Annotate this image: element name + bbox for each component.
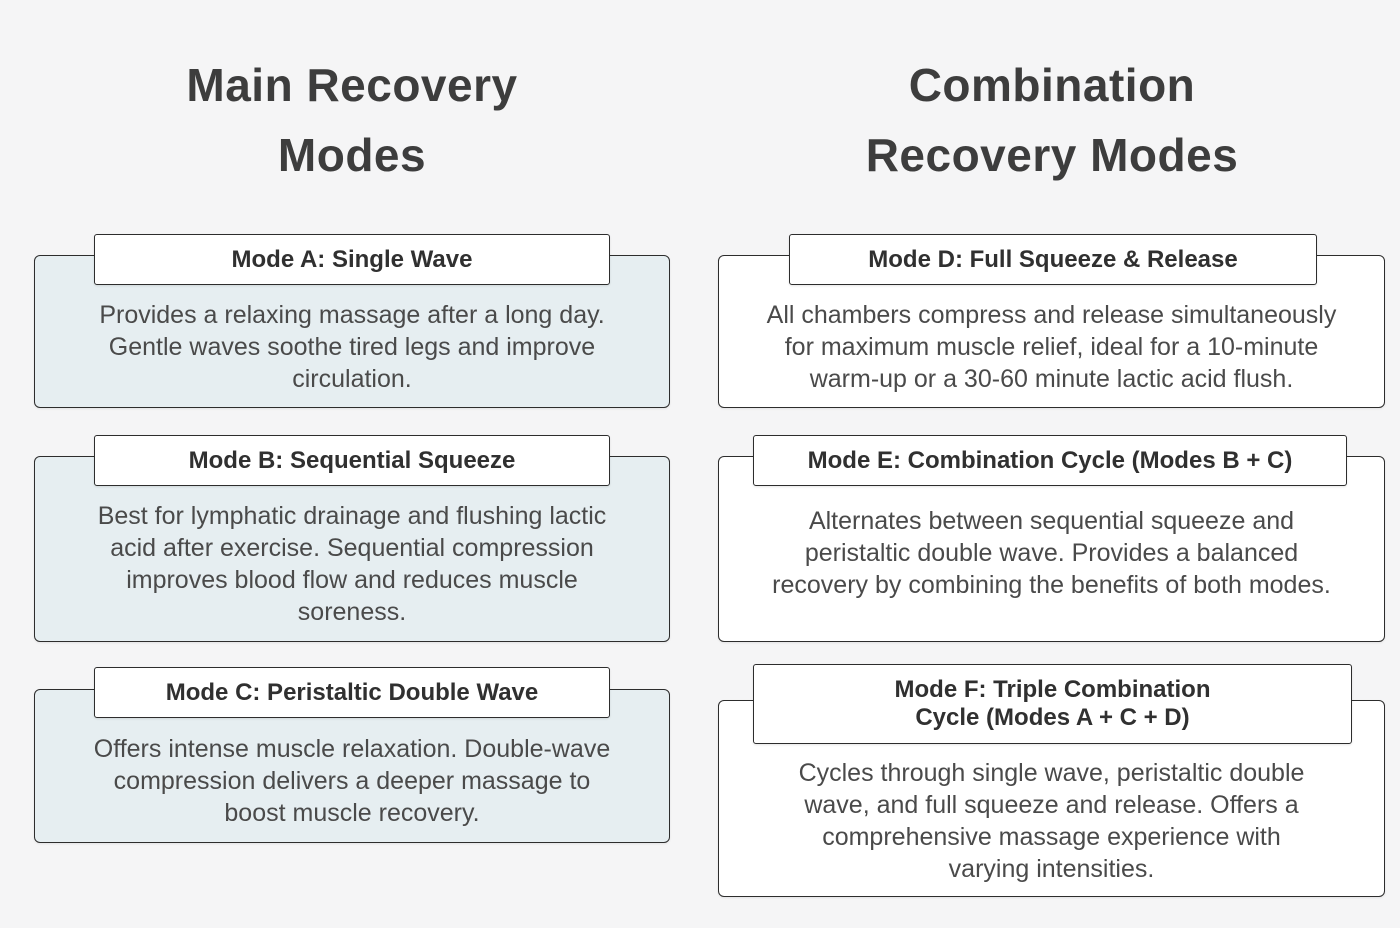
mode-b-title: Mode B: Sequential Squeeze	[94, 435, 610, 486]
mode-d-title: Mode D: Full Squeeze & Release	[789, 234, 1317, 285]
mode-a-title: Mode A: Single Wave	[94, 234, 610, 285]
mode-b-description: Best for lymphatic drainage and flushing…	[34, 456, 670, 642]
mode-e-description: Alternates between sequential squeeze an…	[718, 456, 1385, 642]
mode-c-title: Mode C: Peristaltic Double Wave	[94, 667, 610, 718]
mode-e-title: Mode E: Combination Cycle (Modes B + C)	[753, 435, 1347, 486]
